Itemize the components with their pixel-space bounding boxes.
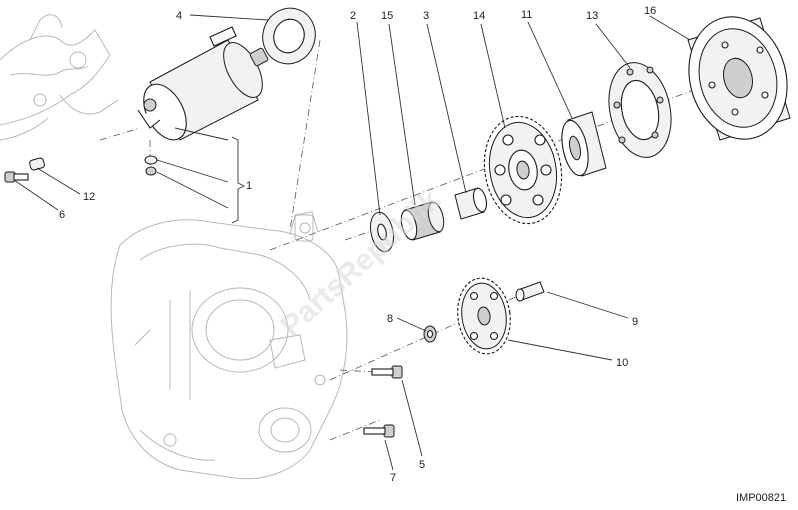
callout-5: 5 xyxy=(419,459,425,471)
part-9-pin xyxy=(515,281,545,302)
callout-6: 6 xyxy=(59,209,65,221)
part-7-screw xyxy=(363,424,395,438)
part-6-screw xyxy=(4,171,29,183)
callout-7: 7 xyxy=(390,472,396,484)
part-13-flange xyxy=(608,62,672,158)
callout-11: 11 xyxy=(521,9,532,21)
part-3-spacer xyxy=(454,187,488,220)
callout-2: 2 xyxy=(350,10,356,22)
callout-1: 1 xyxy=(246,180,252,192)
callout-3: 3 xyxy=(423,10,429,22)
part-10-gear xyxy=(457,277,511,355)
reference-code: IMP00821 xyxy=(736,492,786,504)
part-5-screw xyxy=(371,365,403,379)
part-8-nut xyxy=(423,325,437,343)
leader-lines xyxy=(13,14,691,471)
part-14-gear xyxy=(483,115,563,225)
callout-16: 16 xyxy=(644,5,656,17)
callout-14: 14 xyxy=(473,10,485,22)
part-16-flywheel xyxy=(687,16,791,141)
part-1-hardware xyxy=(144,136,246,224)
callout-12: 12 xyxy=(83,191,95,203)
part-12-bushing xyxy=(29,157,45,171)
callout-labels: 4 2 15 3 14 11 13 16 1 12 6 8 9 10 5 7 xyxy=(59,5,656,484)
callout-10: 10 xyxy=(616,357,628,369)
callout-4: 4 xyxy=(176,10,182,22)
part-15-needle-bearing xyxy=(400,201,445,241)
watermark: PartsRepublik xyxy=(275,183,447,343)
starter-motor xyxy=(137,26,269,141)
callout-13: 13 xyxy=(586,10,598,22)
engine-crankcase xyxy=(110,211,348,480)
part-2-washer xyxy=(369,211,395,253)
callout-15: 15 xyxy=(381,10,393,22)
callout-8: 8 xyxy=(387,313,393,325)
part-11-freewheel-hub xyxy=(561,111,607,177)
callout-9: 9 xyxy=(632,316,638,328)
frame-outline xyxy=(0,14,119,141)
part-4-gasket xyxy=(262,7,316,65)
